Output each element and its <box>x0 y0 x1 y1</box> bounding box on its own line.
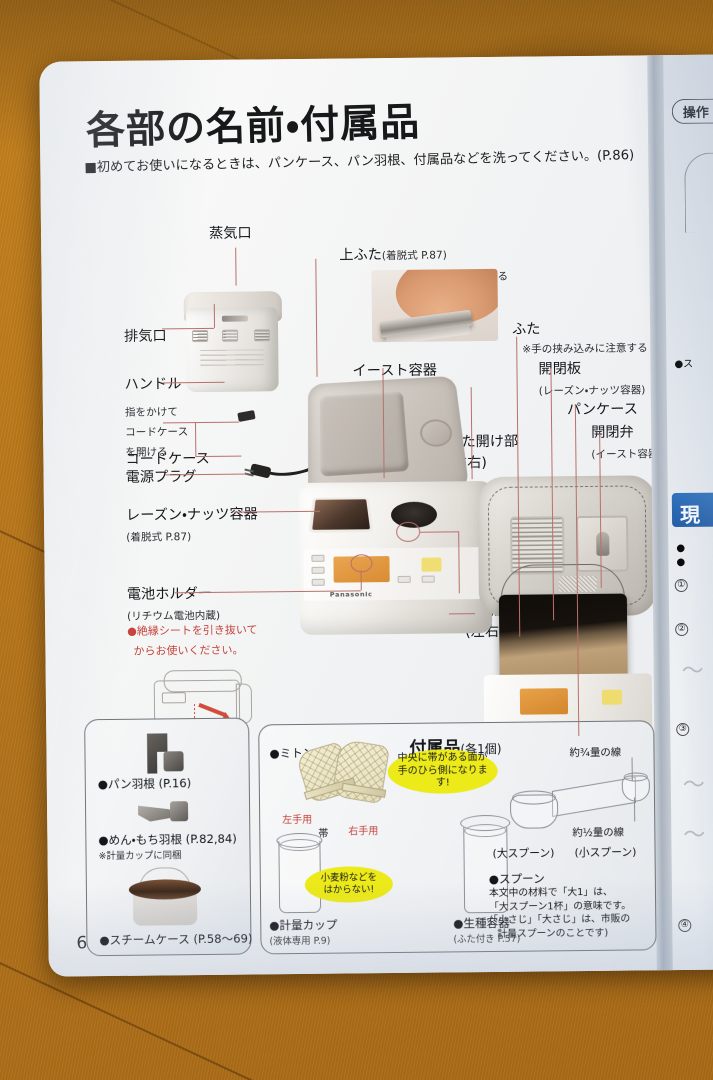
leader-line <box>360 570 362 591</box>
list-item: ●パン羽根 (P.16) <box>97 776 192 792</box>
exhaust-vent-part <box>222 329 239 342</box>
leader-line <box>163 421 240 424</box>
spoon-three-quarter-label: 約¾量の線 <box>569 746 622 760</box>
steam-vent-part <box>221 315 248 322</box>
accessory-box-left: ●パン羽根 (P.16) ●めん・もち羽根 (P.82,84) ※計量カップに同… <box>84 717 253 957</box>
photo-bread-maker-open: Panasonic <box>298 375 493 635</box>
right-page-bullet: ● <box>676 542 686 555</box>
label-raisin-nut-container: レーズン・ナッツ容器 (着脱式 P.87) <box>125 506 258 544</box>
right-page-bullet: ● <box>676 556 686 569</box>
steam-case-drawing <box>128 867 202 926</box>
spoon-half-label: 約½量の線 <box>572 826 625 840</box>
panel-button <box>397 575 411 583</box>
right-page-illustration: 〜 <box>682 772 705 798</box>
big-spoon-label: (大スプーン) <box>492 846 555 860</box>
mitten-drawing <box>295 738 394 807</box>
lid-round-opening <box>418 418 454 448</box>
measuring-cup-label: ●計量カップ (液体専用 P.9) <box>269 917 338 948</box>
mitten-left-hand-label: 左手用 <box>282 814 313 827</box>
leader-line <box>165 473 248 476</box>
label-lid-caution: ※手の挟み込みに注意する <box>522 342 648 356</box>
lcd-display <box>519 688 569 715</box>
right-page-illustration-outline <box>684 152 713 233</box>
manual-left-page: 各部の名前・付属品 ■初めてお使いになるときは、パンケース、パン羽根、付属品など… <box>39 55 661 977</box>
panel-button <box>311 554 325 562</box>
exhaust-vent-part <box>192 329 209 343</box>
spoon-label: ●スプーン <box>488 871 545 887</box>
label-open-close-plate: 開閉板 (レーズン・ナッツ容器) <box>538 361 646 398</box>
label-handle: ハンドル <box>124 376 182 393</box>
accessory-box-right: 付属品(各1個) ●ミトン 左手用 帯 右手用 <box>258 720 657 955</box>
leader-line <box>631 757 633 782</box>
label-steam-vent: 蒸気口 <box>208 225 252 242</box>
right-page-illustration: 〜 <box>683 822 706 848</box>
page-title: 各部の名前・付属品 <box>85 100 421 154</box>
blade-hub <box>163 751 184 772</box>
panel-button <box>421 575 435 583</box>
exhaust-vent-part <box>254 329 271 342</box>
right-page-step-3: ③ <box>676 721 690 737</box>
list-item: ●めん・もち羽根 (P.82,84) ※計量カップに同梱 <box>98 831 237 863</box>
right-page-step-1: ① <box>674 577 688 593</box>
list-item: ●スチームケース (P.58～69) <box>99 931 253 948</box>
label-battery-warning: ●絶縁シートを引き抜いて からお使いください。 <box>127 623 258 658</box>
label-power-plug: 電源プラグ <box>125 469 197 486</box>
leader-line <box>195 455 242 458</box>
open-manual-booklet: 各部の名前・付属品 ■初めてお使いになるときは、パンケース、パン羽根、付属品など… <box>39 54 713 977</box>
right-page-step-4: ④ <box>678 917 692 933</box>
panel-button <box>311 566 325 574</box>
label-pan-case: パンケース <box>566 401 638 419</box>
right-page-bullet: ●ス <box>674 358 694 371</box>
lid-inner-plate <box>319 391 410 477</box>
cord-case-clip <box>237 410 256 423</box>
label-top-lid: 上ふた(着脱式 P.87) <box>339 247 447 264</box>
measuring-cup-callout: 小麦粉などを はからない! <box>304 866 394 903</box>
start-button <box>601 689 622 705</box>
raisin-nut-container-part <box>308 497 374 533</box>
mitten-right-hand-label: 右手用 <box>348 826 379 838</box>
photo-bread-maker-closed <box>182 277 291 396</box>
blue-heading-text: 現 <box>679 502 701 528</box>
small-spoon-label: (小スプーン) <box>574 845 637 860</box>
label-exhaust-vent: 排気口 <box>124 328 167 345</box>
spoon-description: 本文中の材料で「大1」は、 「大スプーン1杯」の意味です。 (「小さじ」「大さじ… <box>488 886 632 940</box>
leader-line <box>195 422 197 457</box>
photo-hand-opening-lid <box>371 268 499 343</box>
start-button <box>421 557 442 572</box>
noodle-mochi-blade-drawing <box>138 799 189 828</box>
machine-outline-display <box>161 692 186 704</box>
leader-line <box>235 247 237 286</box>
leader-line grey <box>315 258 318 377</box>
panel-button <box>311 578 325 586</box>
operation-tab: 操作 <box>671 98 713 125</box>
blade-hub <box>169 801 189 822</box>
right-page-step-2: ② <box>675 621 689 637</box>
machine-outline-lid <box>163 669 242 693</box>
open-close-valve-part <box>596 531 610 556</box>
mitten-callout: 中央に帯がある面が 手のひら側になります! <box>387 748 498 795</box>
right-page-illustration: 〜 <box>681 658 704 684</box>
handle-part <box>200 349 265 367</box>
bread-blade-drawing <box>141 733 184 773</box>
